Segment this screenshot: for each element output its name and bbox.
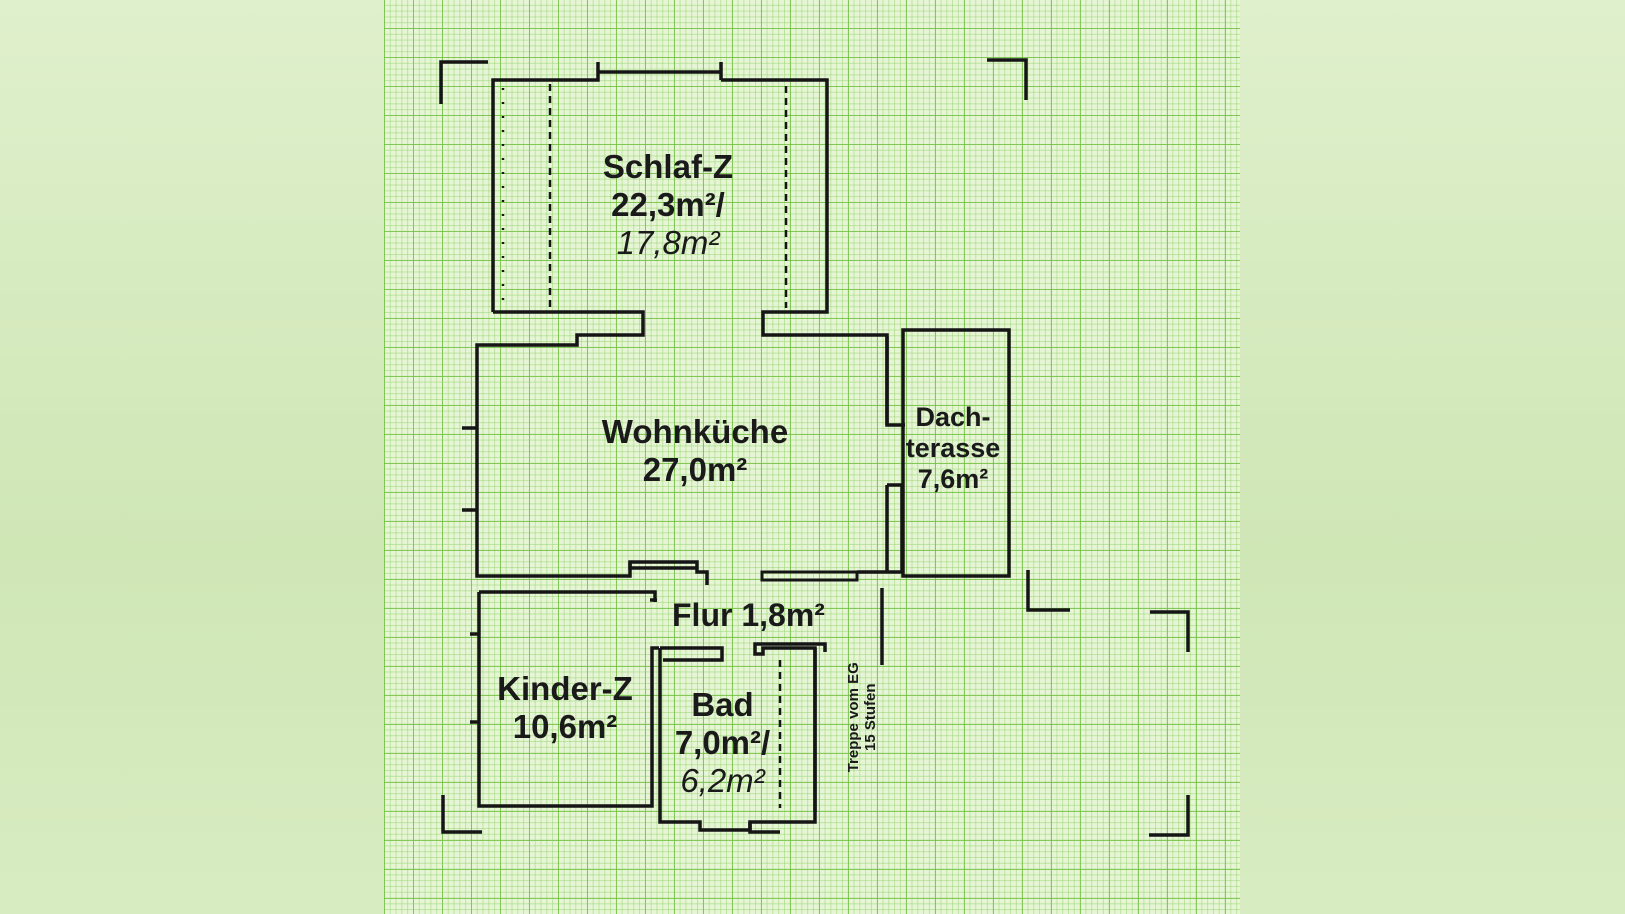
room-label-schlaf: Schlaf-Z 22,3m²/ 17,8m² xyxy=(568,148,768,262)
wall-schlaf-bottom-left xyxy=(462,310,709,585)
corner-mark xyxy=(1026,570,1070,612)
corner-mark xyxy=(987,58,1028,100)
room-label-bad: Bad 7,0m²/ 6,2m² xyxy=(655,686,790,800)
stairs-text: Treppe vom EG xyxy=(844,662,862,773)
room-label-flur: Flur 1,8m² xyxy=(672,597,825,633)
blurred-background-right xyxy=(1240,0,1625,914)
blurred-background-left xyxy=(0,0,384,914)
room-name: Dach- xyxy=(915,402,991,432)
room-name: Bad xyxy=(691,686,754,723)
wall-kinder xyxy=(470,590,659,808)
wall-dach xyxy=(901,328,1011,578)
room-label-kinder: Kinder-Z 10,6m² xyxy=(480,670,650,746)
corner-mark xyxy=(1149,795,1190,837)
room-area: 27,0m² xyxy=(642,450,748,488)
corner-mark xyxy=(439,60,488,104)
stairs-label: Treppe vom EG 15 Stufen xyxy=(845,647,880,787)
corner-mark xyxy=(1150,610,1190,652)
room-area-net: 6,2m² xyxy=(680,761,765,799)
corner-mark xyxy=(441,795,482,834)
room-area: 7,0m²/ xyxy=(674,723,771,761)
stairs-steps: 15 Stufen xyxy=(862,683,879,752)
room-name: Schlaf-Z xyxy=(602,148,734,185)
wall-schlaf xyxy=(491,62,905,427)
room-area-net: 17,8m² xyxy=(616,223,720,261)
room-area: 7,6m² xyxy=(917,464,989,495)
room-area: 10,6m² xyxy=(512,707,618,745)
room-name: terasse xyxy=(905,433,1001,464)
room-name: Kinder-Z xyxy=(497,670,633,707)
room-label-dach: Dach- terasse 7,6m² xyxy=(898,402,1008,495)
room-name: Wohnküche xyxy=(601,413,789,450)
wall-flur-right xyxy=(650,588,884,665)
graph-paper xyxy=(384,0,1240,914)
room-label-wohn: Wohnküche 27,0m² xyxy=(570,413,820,489)
room-area: 22,3m²/ xyxy=(611,185,725,223)
